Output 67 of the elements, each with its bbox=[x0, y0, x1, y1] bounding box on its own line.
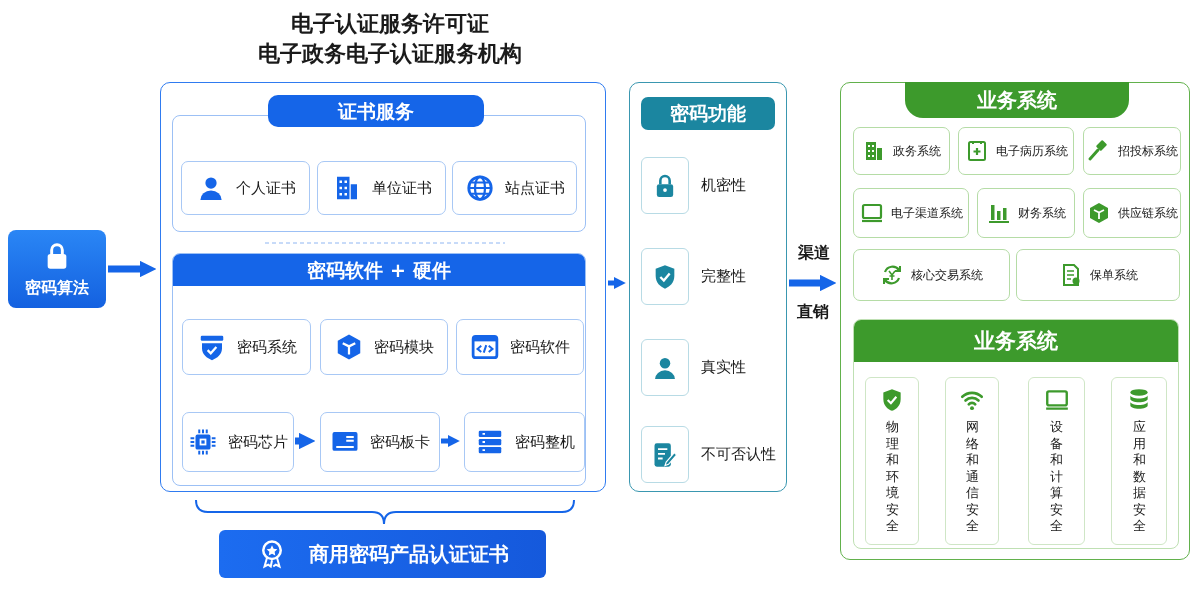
item-label: 核心交易系统 bbox=[911, 266, 983, 284]
header-tab: 业务系统 bbox=[905, 82, 1129, 118]
arrow bbox=[441, 435, 460, 447]
item-card bbox=[452, 161, 577, 215]
item-label: 保单系统 bbox=[1089, 266, 1138, 284]
certificate-box bbox=[219, 530, 546, 578]
item-card bbox=[464, 412, 585, 472]
panel-frame bbox=[629, 82, 787, 492]
item-label: 招投标系统 bbox=[1117, 142, 1178, 160]
item-card bbox=[456, 319, 584, 375]
item-label: 不可否认性 bbox=[701, 445, 776, 464]
item-label: 真实性 bbox=[701, 358, 746, 377]
column-card bbox=[1028, 377, 1085, 545]
item-label: 供应链系统 bbox=[1117, 204, 1178, 222]
item-label: 密码软件 bbox=[510, 337, 570, 357]
item-card bbox=[853, 249, 1010, 301]
item-card bbox=[853, 188, 969, 238]
column-card bbox=[945, 377, 999, 545]
item-card bbox=[958, 127, 1074, 175]
panel-frame bbox=[172, 253, 586, 486]
item-label: 密码整机 bbox=[514, 432, 575, 452]
item-card bbox=[182, 319, 311, 375]
item-label: 个人证书 bbox=[235, 178, 296, 198]
item-label: 站点证书 bbox=[504, 178, 565, 198]
column-label: 网络和通信安全 bbox=[965, 419, 979, 535]
header-bar: 业务系统 bbox=[854, 320, 1178, 362]
arrow bbox=[789, 274, 837, 292]
item-label: 密码模块 bbox=[374, 337, 434, 357]
item-label: 完整性 bbox=[701, 267, 746, 286]
item-card bbox=[182, 412, 294, 472]
column-label: 应用和数据安全 bbox=[1132, 419, 1146, 535]
item-label: 财务系统 bbox=[1017, 204, 1066, 222]
item-label: 密码系统 bbox=[236, 337, 297, 357]
heading-text: 电子认证服务许可证 bbox=[290, 10, 490, 38]
header-bar: 密码软件 + 硬件 bbox=[173, 254, 585, 286]
arrow bbox=[295, 432, 316, 450]
item-label: 单位证书 bbox=[371, 178, 432, 198]
item-card bbox=[1016, 249, 1180, 301]
algorithm-box bbox=[8, 230, 106, 308]
box-label: 密码算法 bbox=[25, 277, 89, 299]
column-label: 物理和环境安全 bbox=[885, 419, 899, 535]
item-label: 电子渠道系统 bbox=[890, 204, 963, 222]
item-card bbox=[317, 161, 446, 215]
header-tab: 证书服务 bbox=[268, 95, 484, 127]
arrow bbox=[108, 260, 157, 278]
item-label: 密码板卡 bbox=[370, 432, 430, 452]
panel-frame bbox=[840, 82, 1190, 560]
column-card bbox=[1111, 377, 1167, 545]
header-tab: 密码功能 bbox=[641, 97, 775, 130]
column-label: 设备和计算安全 bbox=[1049, 419, 1064, 535]
section-panel bbox=[853, 319, 1179, 549]
item-label: 密码芯片 bbox=[228, 432, 288, 452]
item-card bbox=[853, 127, 950, 175]
label-text: 直销 bbox=[796, 302, 830, 323]
item-card bbox=[320, 412, 440, 472]
heading-text: 电子政务电子认证服务机构 bbox=[257, 40, 523, 68]
item-label: 电子病历系统 bbox=[995, 142, 1068, 160]
item-card bbox=[1083, 127, 1181, 175]
box-label: 商用密码产品认证证书 bbox=[308, 540, 509, 568]
column-card bbox=[865, 377, 919, 545]
item-label: 机密性 bbox=[701, 176, 746, 195]
item-card bbox=[320, 319, 448, 375]
item-card bbox=[1083, 188, 1181, 238]
arrow bbox=[608, 277, 626, 289]
item-card bbox=[181, 161, 310, 215]
item-label: 政务系统 bbox=[893, 142, 941, 160]
item-card bbox=[977, 188, 1075, 238]
